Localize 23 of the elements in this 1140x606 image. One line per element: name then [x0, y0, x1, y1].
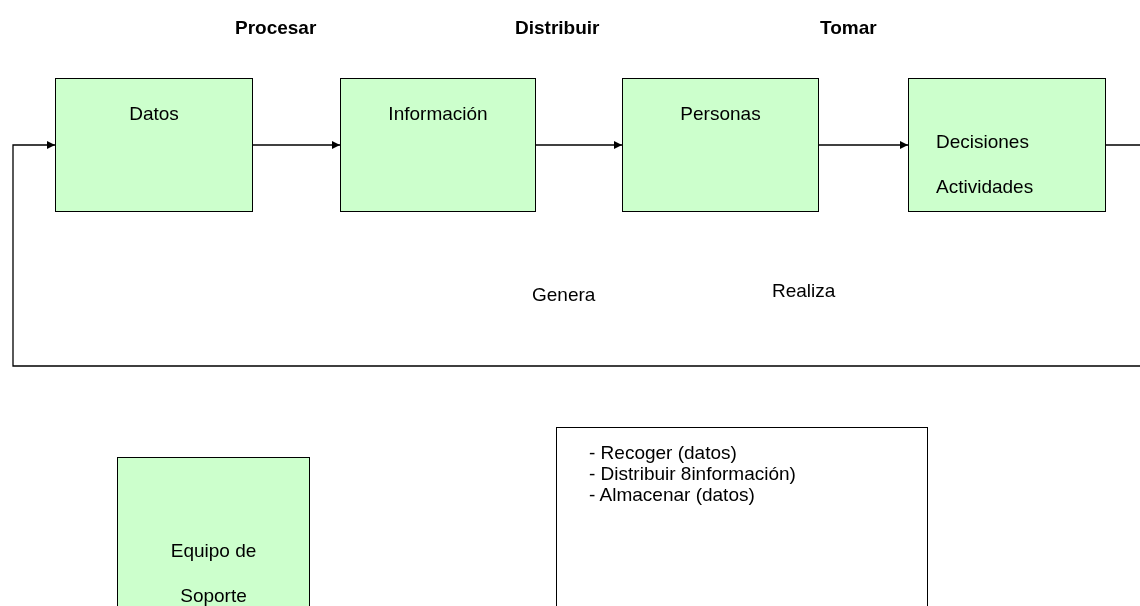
node-text: Información [387, 103, 489, 125]
text-label: Tomar [820, 17, 877, 39]
node-text: Equipo de Soporte [169, 539, 258, 606]
arrow [818, 141, 909, 149]
process-box [340, 78, 536, 212]
list-item: - Almacenar (datos) [589, 484, 756, 505]
process-box [908, 78, 1106, 212]
list-item: - Recoger (datos) [589, 442, 738, 463]
arrow [535, 141, 623, 149]
process-box [622, 78, 819, 212]
node-text: Datos [128, 103, 180, 125]
process-box [117, 457, 310, 606]
text-label: Realiza [772, 280, 836, 302]
text-label: Procesar [235, 17, 317, 39]
node-text: Decisiones Actividades [936, 130, 1035, 199]
arrow [252, 141, 341, 149]
list-item: - Distribuir 8información) [589, 463, 796, 484]
process-box [55, 78, 253, 212]
text-label: Genera [532, 284, 596, 306]
note-box [556, 427, 928, 606]
node-text: Personas [679, 103, 762, 125]
text-label: Distribuir [515, 17, 600, 39]
arrow [12, 141, 1140, 367]
